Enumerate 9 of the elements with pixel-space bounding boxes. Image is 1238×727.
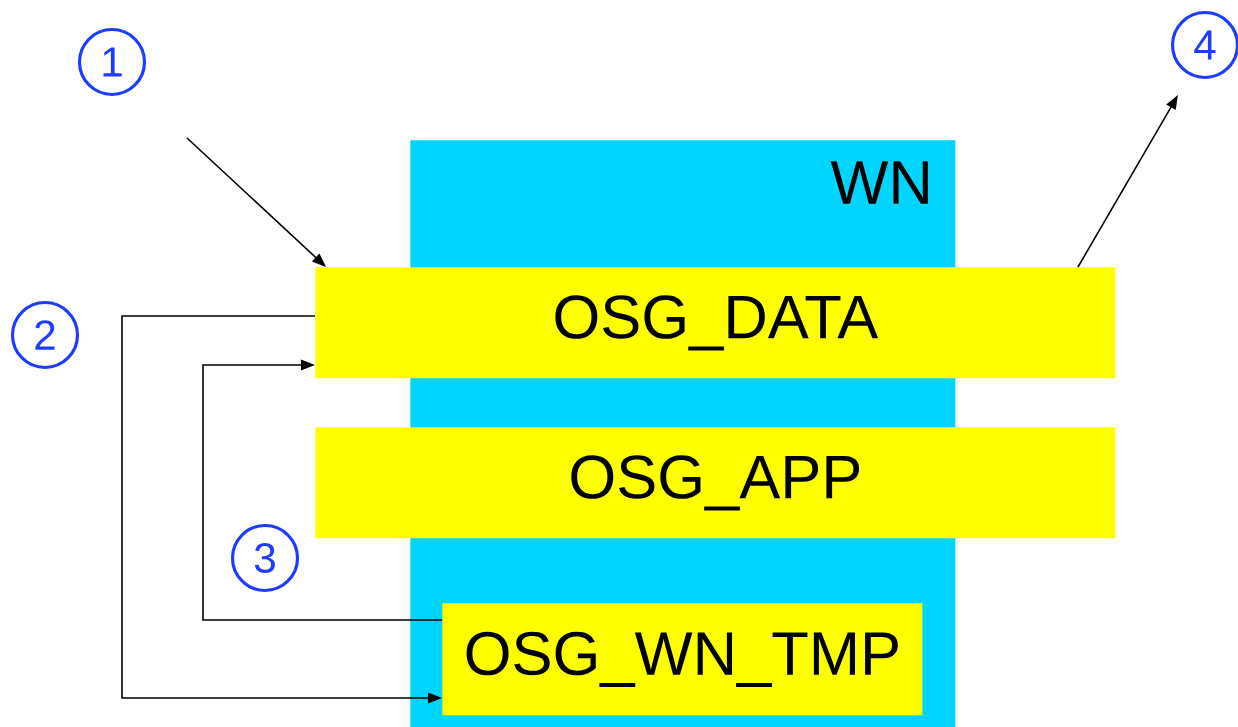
arrow bbox=[202, 359, 443, 621]
callout-number: 4 bbox=[1170, 10, 1238, 80]
storage-box: OSG_APP bbox=[315, 427, 1116, 539]
arrow bbox=[186, 137, 326, 267]
storage-box: OSG_WN_TMP bbox=[442, 603, 923, 716]
callout-number: 1 bbox=[77, 27, 147, 97]
callout-number: 2 bbox=[10, 300, 80, 370]
callout-number: 3 bbox=[230, 523, 300, 593]
storage-box: OSG_DATA bbox=[315, 267, 1116, 379]
